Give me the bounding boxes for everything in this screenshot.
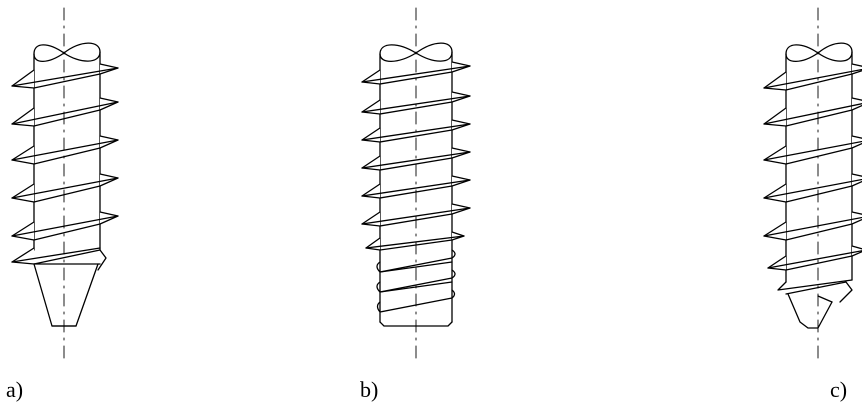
screw-c-drill-point [763,7,862,361]
screw-a-self-tapping-pointed [11,7,119,361]
screw-b-flat-end [379,321,453,327]
screw-a-cone-point [33,249,107,327]
label-c: c) [830,377,848,402]
screw-a-break-line [33,42,101,63]
label-b: b) [360,377,379,402]
screw-b-blunt-end [361,7,471,361]
label-a: a) [6,377,24,402]
screw-b-runout-threads [376,249,456,313]
screw-c-thread-crests [763,63,862,271]
screw-a-thread-crests [11,63,119,265]
screw-c-drill-tip [777,279,853,329]
screw-b-thread-crests [361,61,471,251]
screw-c-break-line [785,42,853,63]
